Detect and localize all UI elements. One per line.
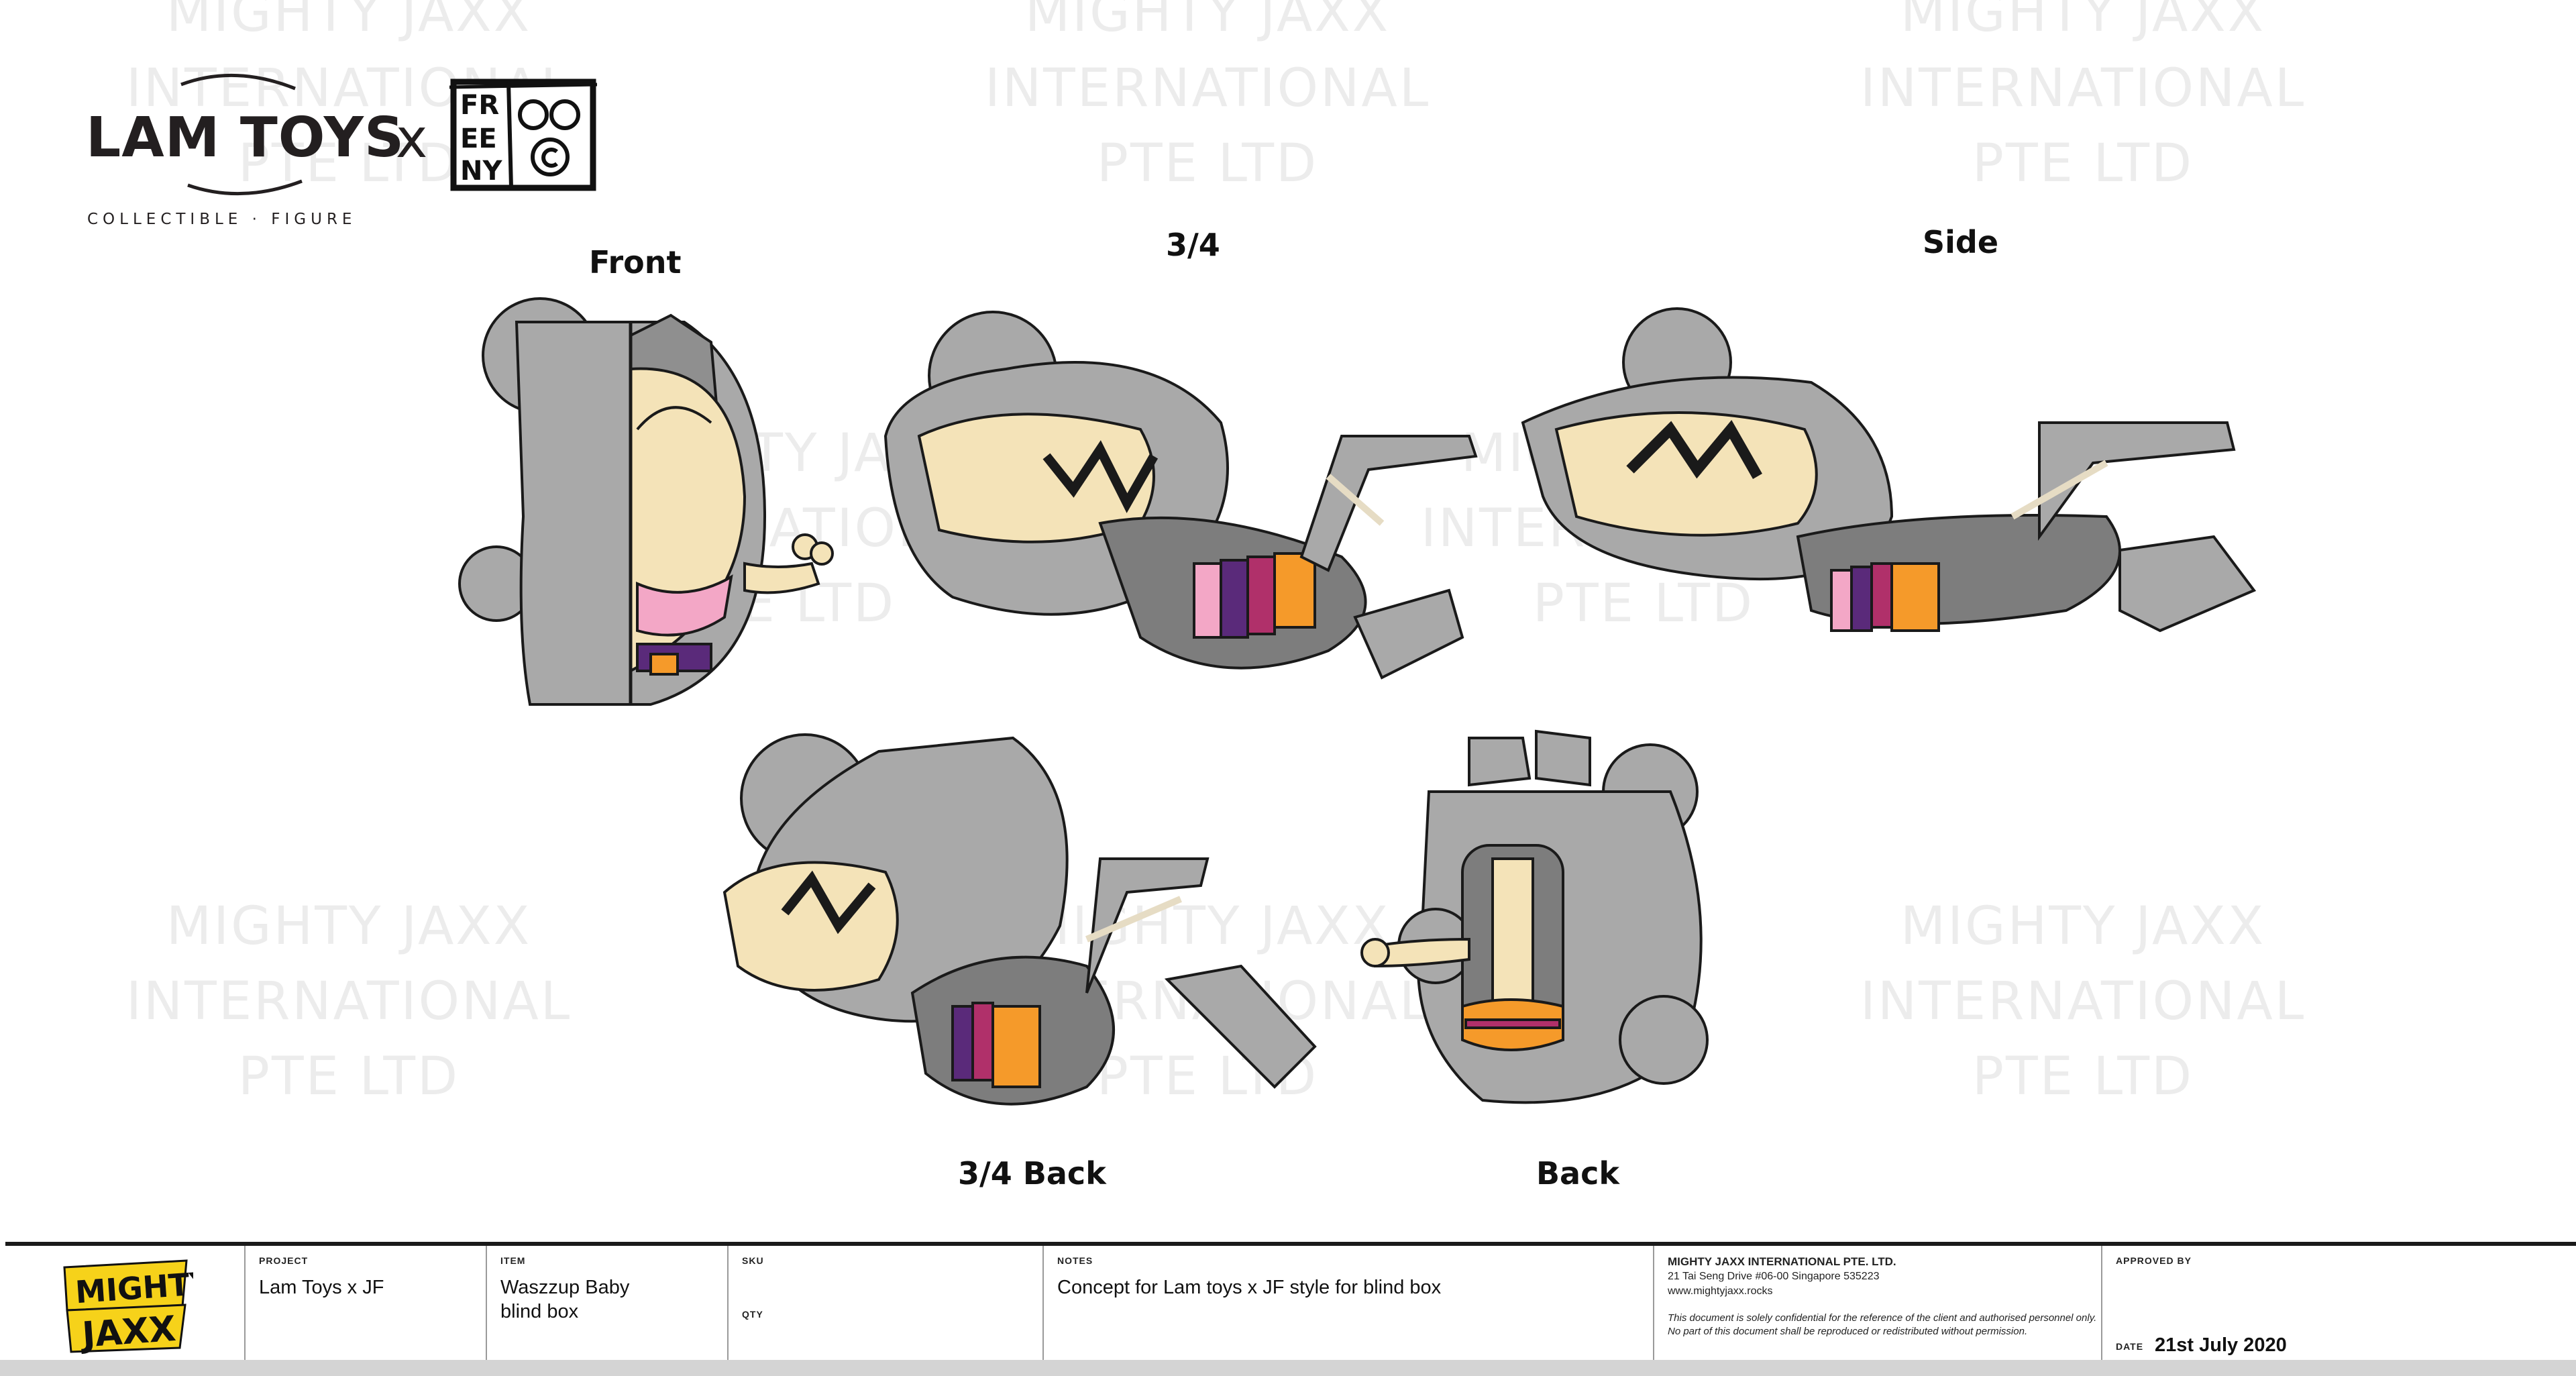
- figure-back-view: [1360, 729, 1709, 1104]
- freeny-logo-icon: FR EE NY: [449, 78, 597, 191]
- date-value: 21st July 2020: [2155, 1334, 2287, 1356]
- svg-text:EE: EE: [460, 123, 497, 154]
- approved-by-caption: APPROVED BY: [2116, 1255, 2192, 1266]
- brand-name: LAM TOYS: [86, 106, 405, 170]
- notes-caption: NOTES: [1057, 1255, 1093, 1266]
- figure-three-quarter-back-view: [722, 733, 1317, 1106]
- notes-cell: NOTES Concept for Lam toys x JF style fo…: [1042, 1246, 1654, 1364]
- qty-caption: QTY: [742, 1309, 763, 1320]
- view-label-front: Front: [589, 244, 682, 280]
- date-caption: DATE: [2116, 1341, 2144, 1352]
- project-cell: PROJECT Lam Toys x JF: [244, 1246, 487, 1364]
- view-label-back: Back: [1536, 1155, 1619, 1192]
- brand-header: LAM TOYS x COLLECTIBLE · FIGURE FR EE NY: [80, 67, 604, 242]
- company-cell: MIGHTY JAXX INTERNATIONAL PTE. LTD. 21 T…: [1653, 1246, 2102, 1364]
- svg-text:FR: FR: [460, 90, 499, 121]
- sku-caption: SKU: [742, 1255, 764, 1266]
- item-caption: ITEM: [500, 1255, 526, 1266]
- view-label-three-quarter: 3/4: [1166, 227, 1220, 263]
- project-value: Lam Toys x JF: [259, 1277, 384, 1298]
- notes-value: Concept for Lam toys x JF style for blin…: [1057, 1277, 1442, 1298]
- brand-arc-icon: [180, 73, 303, 196]
- svg-text:NY: NY: [460, 156, 502, 187]
- project-caption: PROJECT: [259, 1255, 309, 1266]
- mighty-jaxx-logo-icon: MIGHTY JAXX: [63, 1259, 193, 1355]
- logo-cell: MIGHTY JAXX: [5, 1246, 244, 1364]
- logo-top-text: MIGHTY: [74, 1265, 193, 1310]
- brand-separator: x: [396, 107, 428, 170]
- legal-notice: This document is solely confidential for…: [1668, 1312, 2097, 1337]
- company-address: 21 Tai Seng Drive #06-00 Singapore 53522…: [1668, 1271, 1880, 1282]
- item-value-line2: blind box: [500, 1301, 579, 1322]
- figure-three-quarter-view: [883, 311, 1478, 680]
- company-website: www.mightyjaxx.rocks: [1668, 1285, 1773, 1297]
- item-cell: ITEM Waszzup Baby blind box: [486, 1246, 729, 1364]
- view-label-three-quarter-back: 3/4 Back: [958, 1155, 1106, 1192]
- view-label-side: Side: [1923, 224, 1999, 260]
- figure-front-view: [458, 297, 834, 706]
- title-block: MIGHTY JAXX PROJECT Lam Toys x JF ITEM W…: [5, 1242, 2576, 1364]
- company-name: MIGHTY JAXX INTERNATIONAL PTE. LTD.: [1668, 1255, 1896, 1268]
- item-value-line1: Waszzup Baby: [500, 1277, 630, 1298]
- brand-subtitle: COLLECTIBLE · FIGURE: [87, 211, 357, 228]
- approval-cell: APPROVED BY DATE 21st July 2020: [2101, 1246, 2576, 1364]
- sku-cell: SKU QTY: [727, 1246, 1044, 1364]
- logo-bottom-text: JAXX: [79, 1309, 178, 1355]
- bottom-strip: [0, 1360, 2576, 1376]
- figure-side-view: [1521, 307, 2257, 633]
